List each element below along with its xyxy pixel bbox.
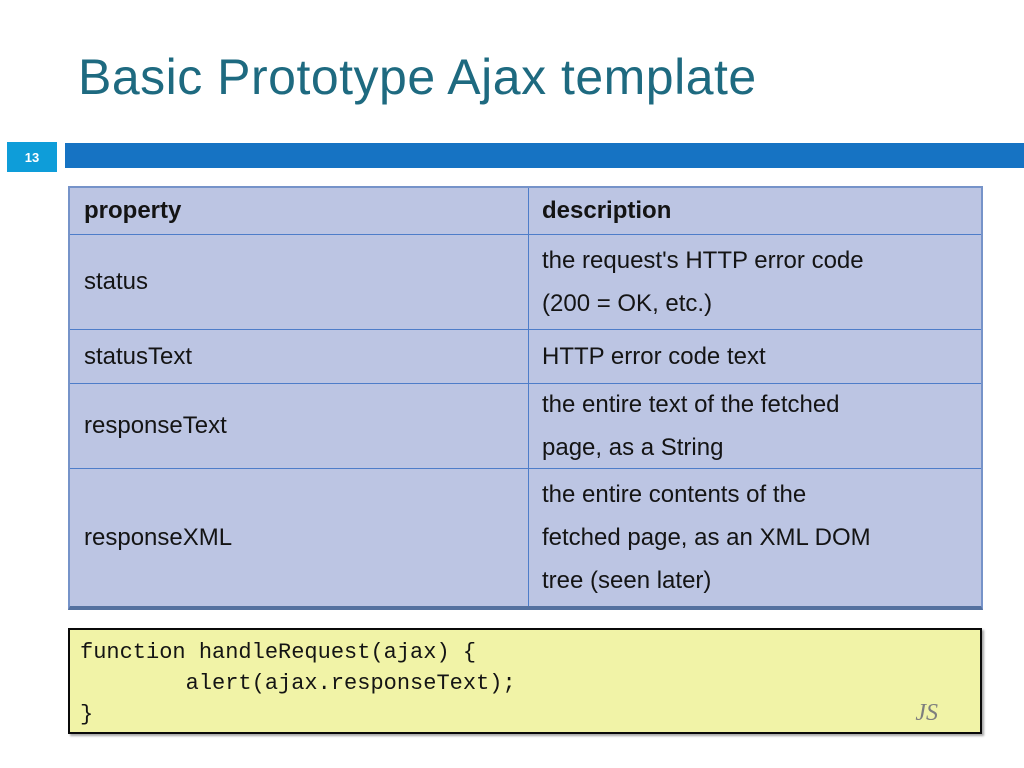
code-snippet-box: function handleRequest(ajax) { alert(aja… [68, 628, 982, 734]
description-cell: the request's HTTP error code (200 = OK,… [529, 235, 981, 329]
description-line: page, as a String [542, 434, 724, 461]
code-line: function handleRequest(ajax) { [80, 640, 477, 665]
description-line: (200 = OK, etc.) [542, 290, 713, 317]
column-header-description: description [542, 197, 672, 224]
description-line: the request's HTTP error code [542, 247, 864, 274]
description-line: fetched page, as an XML DOM [542, 524, 871, 551]
description-cell: HTTP error code text [529, 330, 981, 383]
property-cell: responseXML [70, 469, 529, 606]
description-line: the entire text of the fetched [542, 391, 840, 418]
column-header-property: property [70, 188, 529, 234]
language-label: JS [915, 700, 938, 726]
code-line: alert(ajax.responseText); [80, 671, 516, 696]
property-table: property description status the request'… [68, 186, 983, 610]
slide-page-number: 13 [7, 142, 57, 172]
description-line: HTTP error code text [542, 343, 766, 370]
slide-title: Basic Prototype Ajax template [78, 49, 757, 105]
table-row-status: status the request's HTTP error code (20… [70, 234, 981, 329]
property-cell: status [70, 235, 529, 329]
table-row-statustext: statusText HTTP error code text [70, 329, 981, 383]
property-cell: responseText [70, 384, 529, 468]
table-row-responsetext: responseText the entire text of the fetc… [70, 383, 981, 468]
code-line: } [80, 702, 94, 727]
description-cell: the entire text of the fetched page, as … [529, 384, 981, 468]
description-line: tree (seen later) [542, 567, 712, 594]
table-row-responsexml: responseXML the entire contents of the f… [70, 468, 981, 606]
accent-bar [65, 143, 1024, 168]
description-cell: the entire contents of the fetched page,… [529, 469, 981, 606]
property-cell: statusText [70, 330, 529, 383]
description-line: the entire contents of the [542, 481, 807, 508]
table-header-row: property description [70, 188, 981, 234]
